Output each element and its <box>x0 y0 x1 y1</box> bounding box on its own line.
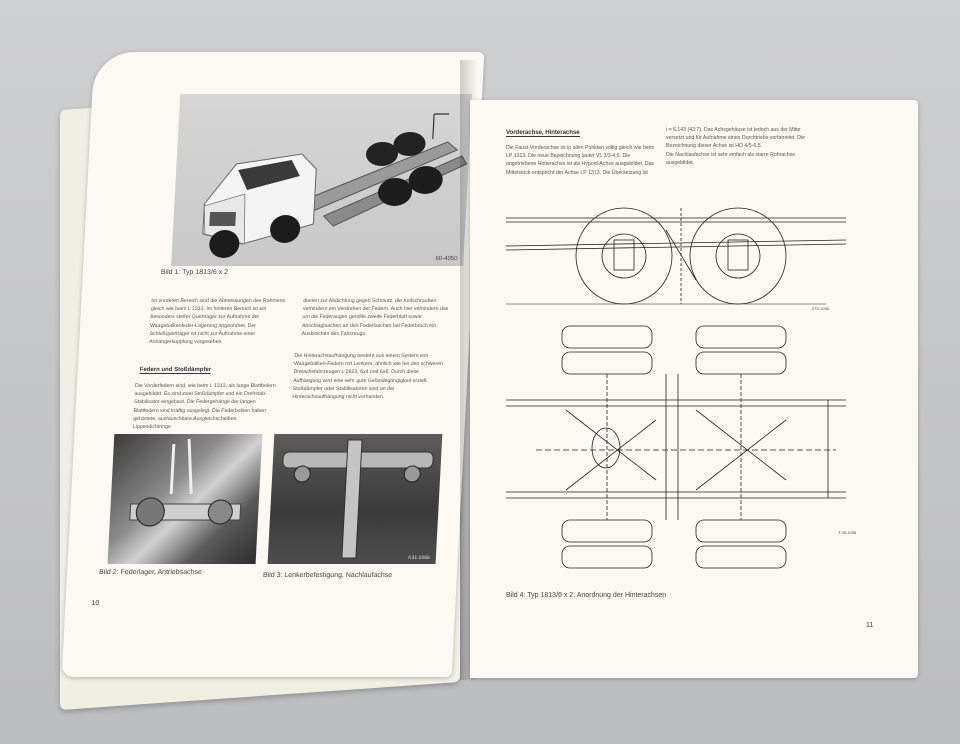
figure-3-photo-code: K31-2066 <box>408 555 431 561</box>
drawing-code-top: 275-1035 <box>812 306 829 311</box>
figure-2-photo <box>107 434 263 564</box>
figure-2-caption: Bild 2: Federlager, Antriebsachse <box>98 569 203 576</box>
link-mount-illustration <box>282 439 434 559</box>
left-section-text: Die Vorderfedern sind, wie beim L 1313, … <box>132 383 276 431</box>
side-view <box>506 207 846 305</box>
spring-mount-illustration <box>129 438 242 527</box>
figure-1-truck-photo: 60-4050 <box>171 94 473 266</box>
figure-1-photo-code: 60-4050 <box>435 256 458 262</box>
drawing-code-bottom: T 35-1035 <box>838 530 857 535</box>
right-page-number: 11 <box>866 622 874 629</box>
left-col2-text-a: dienen zur Abdichtung gegen Schmutz, die… <box>301 298 449 337</box>
right-section-heading: Vorderachse, Hinterachse <box>506 130 580 137</box>
figure-3-caption: Bild 3: Lenkerbefestigung, Nachlaufachse <box>262 572 393 579</box>
truck-illustration <box>202 113 468 258</box>
right-page: Vorderachse, Hinterachse Die Faust-Vorde… <box>470 100 918 678</box>
left-col2-text-b: Die Hinterachsaufhängung besteht aus ein… <box>292 353 444 401</box>
figure-3-photo: K31-2066 <box>267 434 443 564</box>
figure-4-technical-drawing <box>506 207 846 569</box>
left-page-number: 10 <box>91 600 100 607</box>
figure-1-caption: Bild 1: Typ 1813/6 x 2 <box>160 269 229 276</box>
left-section-heading: Federn und Stoßdämpfer <box>139 367 212 374</box>
figure-4-caption: Bild 4: Typ 1813/6 x 2, Anordnung der Hi… <box>506 592 667 599</box>
plan-view <box>506 325 846 569</box>
left-page: 60-4050 Bild 1: Typ 1813/6 x 2 Im vorder… <box>61 52 485 677</box>
right-col2-text: i = 6,143 (43:7). Das Achsgehäuse ist je… <box>666 127 805 166</box>
right-col1-text: Die Faust-Vorderachse ist in allen Punkt… <box>506 145 655 176</box>
left-intro-text: Im vorderen Bereich sind die Abmessungen… <box>149 298 286 346</box>
